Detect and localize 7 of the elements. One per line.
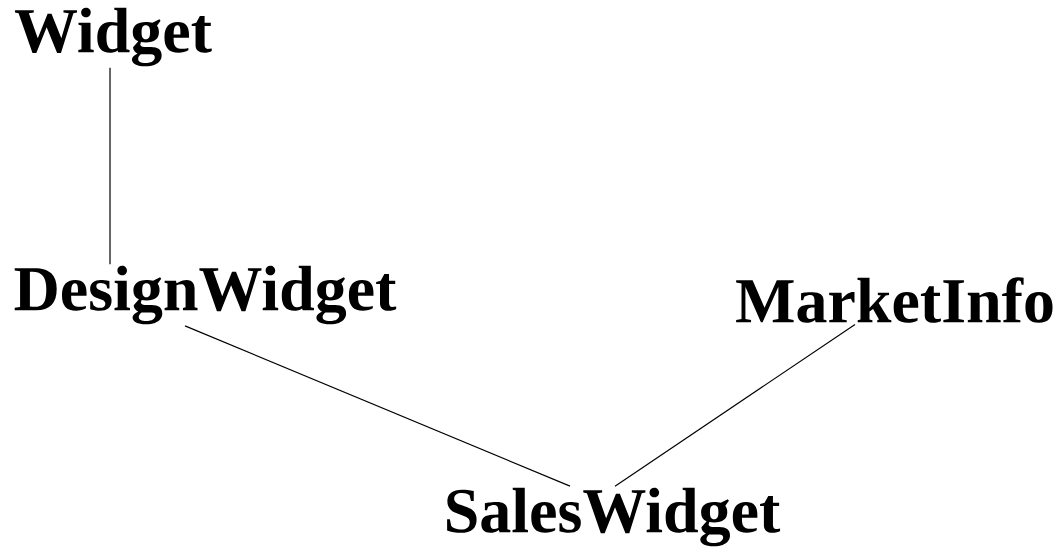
class-name: DesignWidget	[14, 265, 397, 325]
connector-line	[614, 323, 856, 487]
connector-line	[109, 67, 111, 265]
class-name: MarketInfo	[736, 277, 1053, 323]
class-name: SalesWidget	[447, 487, 781, 547]
class-name: Widget	[14, 7, 212, 67]
connector-line	[184, 325, 571, 487]
